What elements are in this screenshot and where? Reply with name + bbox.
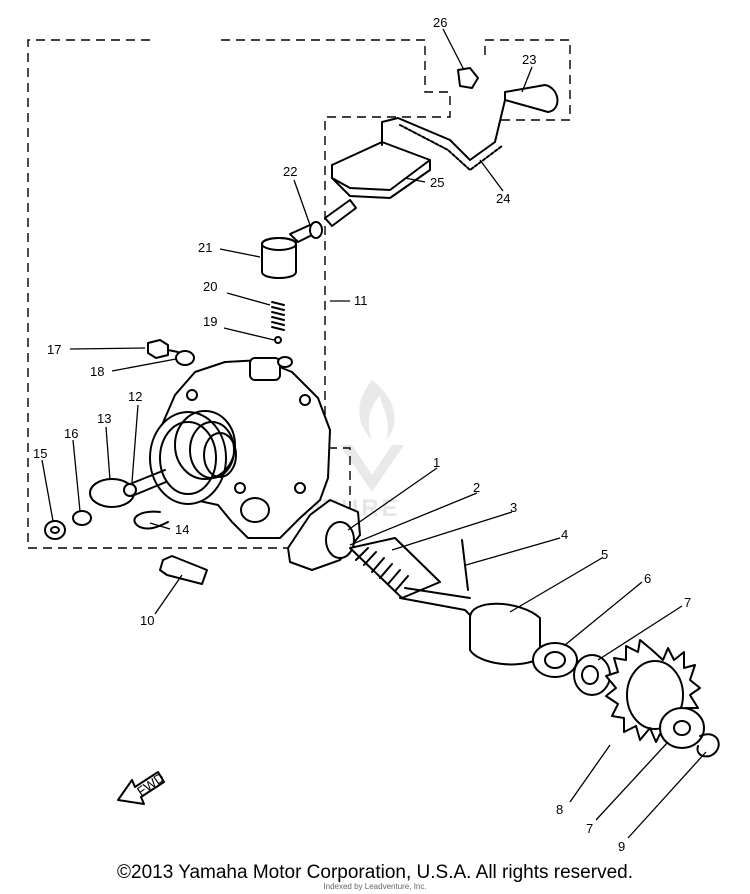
forward-direction-arrow[interactable]: FWD <box>117 770 167 805</box>
callout-labels: 1 2 3 4 5 6 7 7 8 9 10 11 12 13 14 15 16… <box>33 15 691 854</box>
fwd-label: FWD <box>134 770 167 799</box>
callout-1: 1 <box>433 455 440 470</box>
callout-5: 5 <box>601 547 608 562</box>
index-credit: Indexed by Leadventure, Inc. <box>323 882 426 891</box>
callout-17: 17 <box>47 342 61 357</box>
watermark-logo <box>340 380 404 492</box>
drive-shaft-assembly <box>287 499 611 696</box>
pipe-23 <box>504 84 559 113</box>
dashed-group-boundaries <box>27 39 571 549</box>
bolt-17 <box>147 339 179 359</box>
callout-2: 2 <box>473 480 480 495</box>
bolt-10 <box>159 555 208 585</box>
callout-22: 22 <box>283 164 297 179</box>
oil-pump-body <box>129 356 331 539</box>
callout-18: 18 <box>90 364 104 379</box>
callout-4: 4 <box>561 527 568 542</box>
callout-26: 26 <box>433 15 447 30</box>
callout-3: 3 <box>510 500 517 515</box>
callout-21: 21 <box>198 240 212 255</box>
callout-15: 15 <box>33 446 47 461</box>
callout-8: 8 <box>556 802 563 817</box>
callout-7-lower: 7 <box>586 821 593 836</box>
oil-tank-25 <box>324 141 431 227</box>
callout-10: 10 <box>140 613 154 628</box>
callout-11: 11 <box>354 293 368 308</box>
callout-9: 9 <box>618 839 625 854</box>
clip-26 <box>457 67 479 89</box>
check-valve-parts <box>261 221 323 344</box>
callout-24: 24 <box>496 191 510 206</box>
callout-23: 23 <box>522 52 536 67</box>
oil-line-24 <box>381 91 521 171</box>
callout-16: 16 <box>64 426 78 441</box>
callout-6: 6 <box>644 571 651 586</box>
plunger-cover-parts <box>44 478 169 540</box>
callout-20: 20 <box>203 279 217 294</box>
washer-18 <box>175 350 195 366</box>
callout-13: 13 <box>97 411 111 426</box>
drive-gear-8 <box>605 639 720 758</box>
callout-19: 19 <box>203 314 217 329</box>
callout-25: 25 <box>430 175 444 190</box>
leader-lines <box>41 28 707 839</box>
callout-7: 7 <box>684 595 691 610</box>
copyright-notice: ©2013 Yamaha Motor Corporation, U.S.A. A… <box>117 862 633 883</box>
callout-14: 14 <box>175 522 189 537</box>
callout-12: 12 <box>128 389 142 404</box>
